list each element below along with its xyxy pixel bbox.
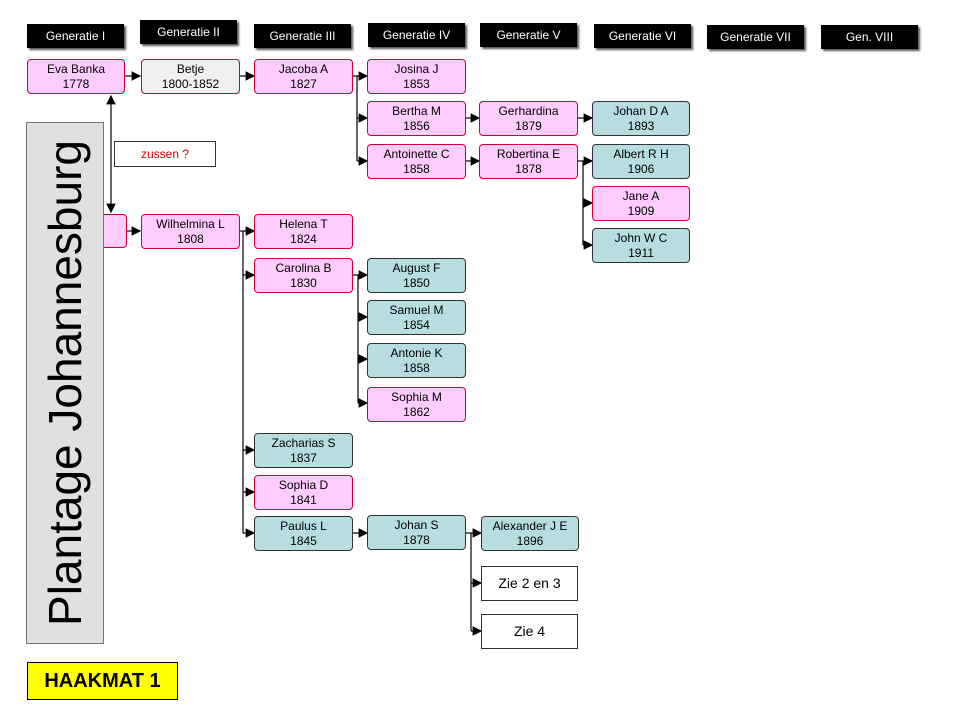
- person-name: Sophia M: [391, 389, 442, 404]
- person-betje: Betje 1800-1852: [141, 59, 240, 94]
- person-year: 1841: [290, 492, 317, 507]
- person-year: 1824: [290, 231, 317, 246]
- person-sophia-d: Sophia D 1841: [254, 475, 353, 510]
- person-name: Paulus L: [280, 518, 327, 533]
- header-generation-2: Generatie II: [140, 20, 237, 44]
- plantation-label: Plantage Johannesburg: [26, 122, 104, 644]
- person-year: 1896: [516, 533, 544, 548]
- plantation-name: Plantage Johannesburg: [39, 140, 91, 626]
- person-name: Eva Banka: [46, 61, 106, 76]
- person-johan-da: Johan D A 1893: [592, 101, 690, 136]
- person-bertha: Bertha M 1856: [367, 101, 466, 136]
- person-eva-banka: Eva Banka 1778: [27, 59, 125, 94]
- person-john: John W C 1911: [592, 228, 690, 263]
- header-generation-3: Generatie III: [254, 24, 351, 48]
- person-year: 1800-1852: [161, 76, 220, 91]
- person-name: Jacoba A: [278, 61, 329, 76]
- header-generation-6: Generatie VI: [594, 24, 691, 48]
- person-year: 1858: [403, 360, 430, 375]
- person-gerhardina: Gerhardina 1879: [479, 101, 578, 136]
- person-antoinette: Antoinette C 1858: [367, 144, 466, 179]
- header-generation-1: Generatie I: [27, 24, 124, 48]
- person-carolina: Carolina B 1830: [254, 258, 353, 293]
- person-name: Johan S: [394, 517, 439, 532]
- haakmat-label: HAAKMAT 1: [27, 662, 178, 700]
- person-wilhelmina: Wilhelmina L 1808: [141, 214, 240, 249]
- person-jane: Jane A 1909: [592, 186, 690, 221]
- person-year: 1808: [177, 231, 204, 246]
- person-year: 1827: [290, 76, 317, 91]
- person-name: Josina J: [394, 61, 439, 76]
- person-year: 1879: [515, 118, 542, 133]
- header-generation-7: Generatie VII: [707, 25, 804, 49]
- person-year: 1858: [403, 161, 430, 176]
- person-year: 1909: [627, 203, 655, 218]
- header-generation-8: Gen. VIII: [821, 25, 918, 49]
- person-year: 1856: [403, 118, 430, 133]
- person-name: Sophia D: [278, 477, 329, 492]
- reference-zie-2-en-3: Zie 2 en 3: [481, 566, 578, 601]
- person-year: 1850: [403, 275, 430, 290]
- person-year: 1854: [403, 317, 430, 332]
- person-albert: Albert R H 1906: [592, 144, 690, 179]
- person-name: Helena T: [279, 216, 328, 231]
- person-alexander: Alexander J E 1896: [481, 516, 579, 551]
- person-sophia-m: Sophia M 1862: [367, 387, 466, 422]
- person-name: Gerhardina: [498, 103, 559, 118]
- person-zacharias: Zacharias S 1837: [254, 433, 353, 468]
- person-samuel: Samuel M 1854: [367, 300, 466, 335]
- person-name: Carolina B: [275, 260, 332, 275]
- person-name: Antonie K: [390, 345, 443, 360]
- person-name: Albert R H: [613, 146, 669, 161]
- person-name: Betje: [176, 61, 205, 76]
- person-name: Jane A: [622, 188, 660, 203]
- person-year: 1862: [403, 404, 430, 419]
- header-generation-4: Generatie IV: [368, 23, 465, 47]
- person-name: Wilhelmina L: [156, 216, 225, 231]
- person-year: 1830: [290, 275, 317, 290]
- person-robertina: Robertina E 1878: [479, 144, 578, 179]
- reference-label: Zie 2 en 3: [498, 575, 561, 591]
- person-helena: Helena T 1824: [254, 214, 353, 249]
- header-generation-5: Generatie V: [480, 23, 577, 47]
- reference-zie-4: Zie 4: [481, 614, 578, 649]
- person-year: 1911: [628, 245, 654, 260]
- person-name: Johan D A: [613, 103, 669, 118]
- person-paulus: Paulus L 1845: [254, 516, 353, 551]
- person-name: Zacharias S: [271, 435, 336, 450]
- person-name: Bertha M: [392, 103, 441, 118]
- person-name: August F: [392, 260, 441, 275]
- person-year: 1778: [62, 76, 90, 91]
- person-jacoba: Jacoba A 1827: [254, 59, 353, 94]
- person-year: 1906: [627, 161, 655, 176]
- person-name: Samuel M: [389, 302, 444, 317]
- person-year: 1845: [290, 533, 317, 548]
- person-year: 1878: [403, 532, 430, 547]
- person-year: 1837: [290, 450, 317, 465]
- person-johan-s: Johan S 1878: [367, 515, 466, 550]
- person-antonie: Antonie K 1858: [367, 343, 466, 378]
- zussen-note: zussen ?: [114, 141, 216, 167]
- person-year: 1893: [627, 118, 655, 133]
- person-name: Antoinette C: [383, 146, 450, 161]
- person-name: Robertina E: [496, 146, 561, 161]
- person-year: 1878: [515, 161, 542, 176]
- reference-label: Zie 4: [513, 623, 546, 639]
- person-josina: Josina J 1853: [367, 59, 466, 94]
- person-name: Alexander J E: [492, 518, 568, 533]
- person-name: John W C: [614, 230, 668, 245]
- person-year: 1853: [403, 76, 430, 91]
- person-august: August F 1850: [367, 258, 466, 293]
